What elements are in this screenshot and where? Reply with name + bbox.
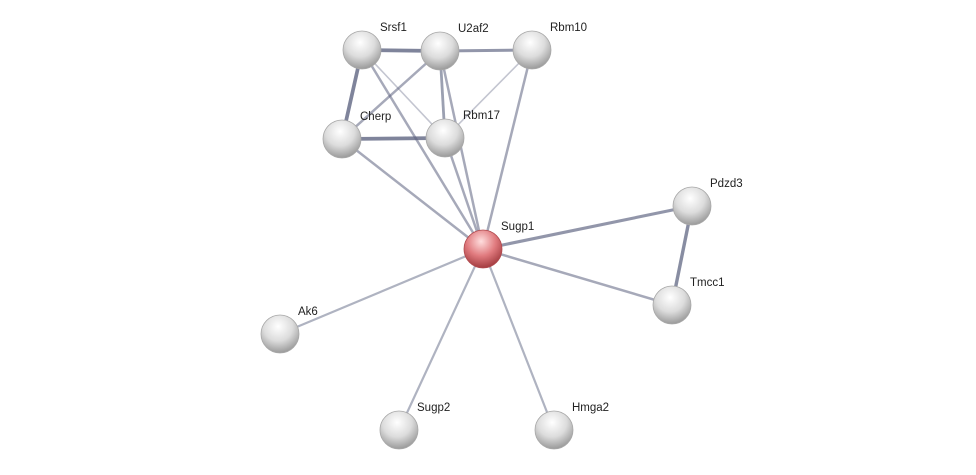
node-srsf1[interactable]: Srsf1 xyxy=(342,22,407,70)
edge-srsf1-sugp1[interactable] xyxy=(360,49,485,250)
node-sugp2[interactable]: Sugp2 xyxy=(379,402,450,450)
edge-u2af2-cherp[interactable] xyxy=(341,50,441,140)
node-sugp1[interactable]: Sugp1 xyxy=(463,221,534,269)
node-circle[interactable] xyxy=(420,31,460,71)
node-ak6[interactable]: Ak6 xyxy=(260,306,318,354)
node-label: Rbm17 xyxy=(463,110,500,122)
node-pdzd3[interactable]: Pdzd3 xyxy=(672,178,743,226)
node-tmcc1[interactable]: Tmcc1 xyxy=(652,277,725,325)
node-label: U2af2 xyxy=(458,23,489,35)
edge-sugp1-tmcc1[interactable] xyxy=(482,247,673,307)
node-circle[interactable] xyxy=(534,410,574,450)
node-circle[interactable] xyxy=(652,285,692,325)
node-label: Sugp1 xyxy=(501,221,534,233)
edge-sugp1-hmga2[interactable] xyxy=(481,248,556,431)
node-circle[interactable] xyxy=(322,119,362,159)
node-label: Rbm10 xyxy=(550,22,587,34)
node-u2af2[interactable]: U2af2 xyxy=(420,23,489,71)
edge-cherp-sugp1[interactable] xyxy=(341,138,484,250)
edge-srsf1-rbm17[interactable] xyxy=(361,49,446,139)
node-circle[interactable] xyxy=(260,314,300,354)
node-cherp[interactable]: Cherp xyxy=(322,111,391,159)
node-label: Ak6 xyxy=(298,306,318,318)
node-circle[interactable] xyxy=(379,410,419,450)
node-circle[interactable] xyxy=(342,30,382,70)
node-hmga2[interactable]: Hmga2 xyxy=(534,402,609,450)
node-rbm17[interactable]: Rbm17 xyxy=(425,110,500,158)
node-circle[interactable] xyxy=(512,30,552,70)
node-label: Srsf1 xyxy=(380,22,407,34)
node-circle[interactable] xyxy=(672,186,712,226)
node-label: Sugp2 xyxy=(417,402,450,414)
node-rbm10[interactable]: Rbm10 xyxy=(512,22,587,70)
node-circle[interactable] xyxy=(463,229,503,269)
edge-sugp1-ak6[interactable] xyxy=(279,247,484,336)
node-label: Tmcc1 xyxy=(690,277,725,289)
node-label: Hmga2 xyxy=(572,402,609,414)
node-label: Cherp xyxy=(360,111,391,123)
edge-sugp1-sugp2[interactable] xyxy=(398,248,484,431)
edge-pdzd3-sugp1[interactable] xyxy=(482,204,693,251)
edge-rbm17-sugp1[interactable] xyxy=(443,137,485,250)
node-circle[interactable] xyxy=(425,118,465,158)
edge-rbm10-sugp1[interactable] xyxy=(481,49,534,250)
node-label: Pdzd3 xyxy=(710,178,743,190)
edge-rbm10-rbm17[interactable] xyxy=(444,49,533,139)
edge-u2af2-sugp1[interactable] xyxy=(438,50,485,250)
